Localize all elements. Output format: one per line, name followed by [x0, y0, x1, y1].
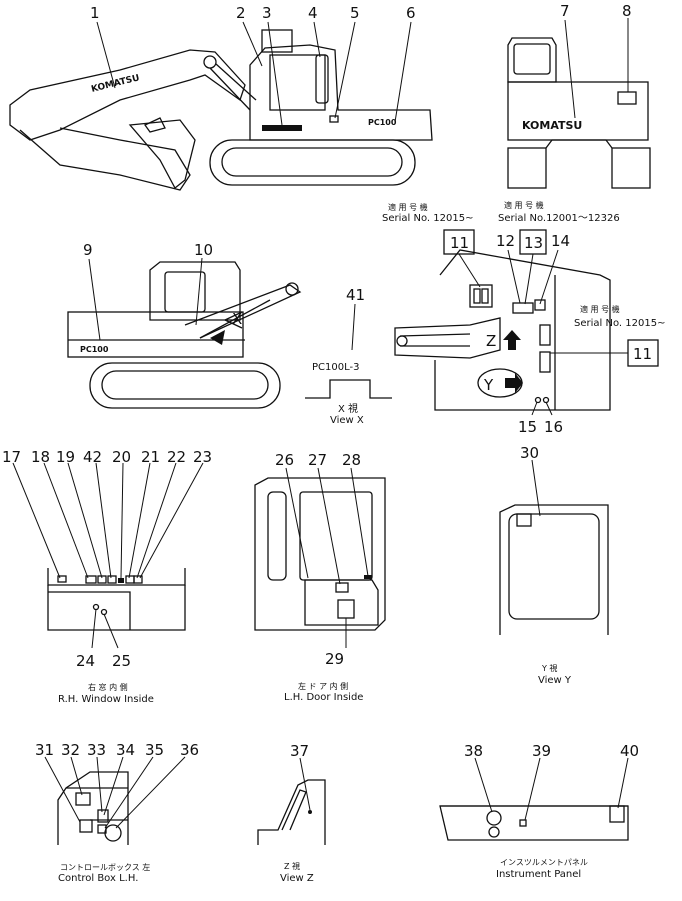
callout-29: 29 — [325, 650, 344, 668]
callout-15: 15 — [518, 418, 537, 436]
callout-37: 37 — [290, 742, 309, 760]
callout-39: 39 — [532, 742, 551, 760]
callout-35: 35 — [145, 741, 164, 759]
callout-24: 24 — [76, 652, 95, 670]
instrument-panel: 38 39 40 インスツルメントパネル Instrument Panel — [439, 742, 639, 880]
house-top-view: 適 用 号 機 Serial No. 12015~ 適 用 号 機 Serial… — [382, 200, 665, 436]
view-y-caption-jp: Y 視 — [541, 664, 557, 673]
serial-left-jp: 適 用 号 機 — [388, 202, 428, 212]
callout-8: 8 — [622, 2, 632, 20]
callout-12: 12 — [496, 232, 515, 250]
callout-33: 33 — [87, 741, 106, 759]
callout-30: 30 — [520, 444, 539, 462]
instrument-caption: Instrument Panel — [496, 869, 581, 880]
view-x-caption-jp: X 視 — [338, 402, 358, 415]
control-box-caption-jp: コントロールボックス 左 — [60, 862, 150, 872]
callout-40: 40 — [620, 742, 639, 760]
callout-5: 5 — [350, 4, 360, 22]
lh-door-caption-jp: 左 ド ア 内 側 — [298, 681, 348, 691]
callout-10: 10 — [194, 241, 213, 259]
view-z-marker: Z — [486, 332, 496, 350]
model-decal-lh: PC100 — [80, 345, 109, 354]
serial-mid: Serial No.12001～12326 — [498, 213, 620, 224]
serial-mid-jp: 適 用 号 機 — [504, 200, 544, 210]
callout-26: 26 — [275, 451, 294, 469]
view-y: 30 Y 視 View Y — [499, 444, 609, 686]
callout-20: 20 — [112, 448, 131, 466]
callout-4: 4 — [308, 4, 318, 22]
serial-right-jp: 適 用 号 機 — [580, 304, 620, 314]
excavator-rear-view: KOMATSU 7 8 — [507, 2, 651, 189]
view-z: 37 Z 視 View Z — [257, 742, 326, 884]
callout-7: 7 — [560, 2, 570, 20]
callout-23: 23 — [193, 448, 212, 466]
control-box-lh: 31 32 33 34 35 36 コントロールボックス 左 Control B… — [35, 741, 199, 884]
callout-9: 9 — [83, 241, 93, 259]
view-x: 41 PC100L-3 X 視 View X — [305, 286, 392, 426]
callout-38: 38 — [464, 742, 483, 760]
callout-25: 25 — [112, 652, 131, 670]
view-y-caption: View Y — [538, 675, 572, 686]
model-decal-side: PC100 — [368, 118, 397, 127]
callout-42: 42 — [83, 448, 102, 466]
callout-18: 18 — [31, 448, 50, 466]
rh-window-caption-jp: 右 窓 内 側 — [88, 682, 128, 692]
view-x-caption: View X — [330, 415, 364, 426]
view-x-marker: X — [232, 310, 242, 328]
callout-11b: 11 — [633, 345, 652, 363]
callout-34: 34 — [116, 741, 135, 759]
view-y-marker: Y — [483, 376, 494, 394]
brand-decal-rear: KOMATSU — [522, 119, 582, 132]
callout-36: 36 — [180, 741, 199, 759]
callout-21: 21 — [141, 448, 160, 466]
callout-27: 27 — [308, 451, 327, 469]
callout-32: 32 — [61, 741, 80, 759]
view-z-caption: View Z — [280, 873, 314, 884]
lh-door-caption: L.H. Door Inside — [284, 692, 363, 703]
instrument-caption-jp: インスツルメントパネル — [500, 858, 588, 867]
callout-2: 2 — [236, 4, 246, 22]
excavator-lh-view: PC100 X 9 10 — [67, 241, 302, 409]
callout-41: 41 — [346, 286, 365, 304]
rh-window-inside: 17 18 19 42 20 21 22 23 24 25 右 窓 内 側 R.… — [2, 448, 212, 705]
brand-decal-boom: KOMATSU — [90, 73, 140, 95]
serial-right: Serial No. 12015~ — [574, 318, 665, 329]
decal-41-text: PC100L-3 — [312, 362, 359, 373]
callout-11a: 11 — [450, 234, 469, 252]
serial-left: Serial No. 12015~ — [382, 213, 473, 224]
rh-window-caption: R.H. Window Inside — [58, 694, 154, 705]
excavator-side-view: KOMATSU PC100 1 2 3 4 5 6 — [9, 4, 433, 191]
callout-22: 22 — [167, 448, 186, 466]
callout-17: 17 — [2, 448, 21, 466]
callout-14: 14 — [551, 232, 570, 250]
control-box-caption: Control Box L.H. — [58, 873, 138, 884]
lh-door-inside: 26 27 28 29 左 ド ア 内 側 L.H. Door Inside — [254, 451, 386, 703]
callout-16: 16 — [544, 418, 563, 436]
callout-1: 1 — [90, 4, 100, 22]
callout-31: 31 — [35, 741, 54, 759]
callout-19: 19 — [56, 448, 75, 466]
callout-6: 6 — [406, 4, 416, 22]
callout-3: 3 — [262, 4, 272, 22]
callout-28: 28 — [342, 451, 361, 469]
view-z-caption-jp: Z 視 — [284, 862, 300, 871]
callout-13: 13 — [524, 234, 543, 252]
